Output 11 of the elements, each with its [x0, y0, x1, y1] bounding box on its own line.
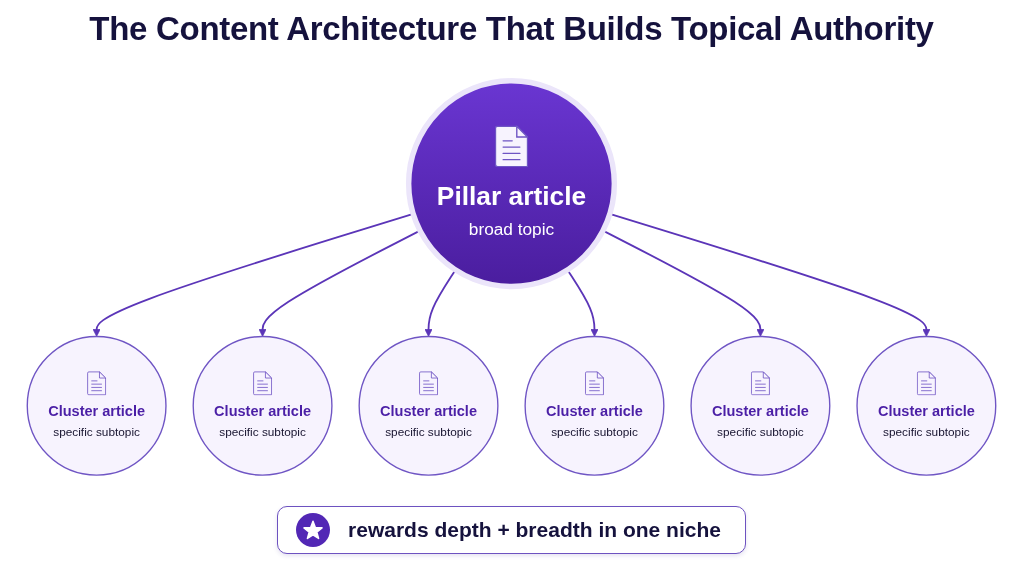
arrow [566, 269, 599, 337]
arrow [424, 269, 457, 337]
node-circle: Cluster article specific subtopic [856, 335, 997, 476]
node-circle: Cluster article specific subtopic [524, 335, 665, 476]
title: The Content Architecture That Builds Topical Authority [88, 10, 935, 48]
node-circle: Pillar article broad topic [405, 78, 618, 290]
node-circle: Cluster article specific subtopic [26, 335, 167, 476]
node-circle: Cluster article specific subtopic [192, 335, 333, 476]
note-text: rewards depth + breadth in one niche [348, 518, 721, 542]
node-circle: Cluster article specific subtopic [690, 335, 831, 476]
node-circle: Cluster article specific subtopic [358, 335, 499, 476]
